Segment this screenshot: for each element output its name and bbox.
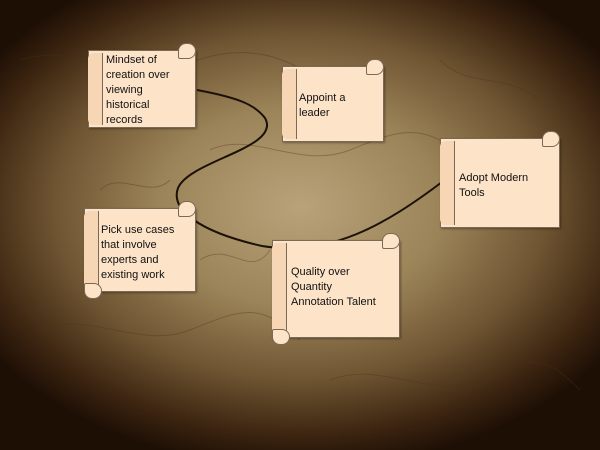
scroll-curl (178, 43, 196, 59)
node-label-line: records (106, 114, 143, 126)
node-appoint-leader: Appoint a leader (282, 59, 384, 142)
node-label-line: Pick use cases (101, 224, 175, 236)
node-label: Mindset of creation over viewing histori… (106, 53, 170, 128)
node-label-line: creation over (106, 69, 170, 81)
scroll-curl (272, 329, 290, 345)
node-label-line: Quality over (291, 266, 350, 278)
node-label-line: Quantity (291, 281, 332, 293)
node-label-line: leader (299, 107, 330, 119)
node-label: Adopt Modern Tools (459, 171, 528, 201)
node-label-line: Appoint a (299, 92, 346, 104)
node-label-line: that involve (101, 239, 157, 251)
node-pick-use-cases: Pick use cases that involve experts and … (84, 201, 196, 299)
node-label-line: historical (106, 99, 150, 111)
node-label: Appoint a leader (299, 91, 345, 121)
scroll-curl (542, 131, 560, 147)
scroll-curl (84, 283, 102, 299)
node-label-line: Tools (459, 187, 485, 199)
node-label-line: Adopt Modern (459, 172, 529, 184)
node-label: Quality over Quantity Annotation Talent (291, 265, 376, 310)
node-mindset-of-creation: Mindset of creation over viewing histori… (88, 43, 196, 128)
scroll-roll (440, 141, 455, 225)
scroll-curl (382, 233, 400, 249)
scroll-roll (272, 243, 287, 335)
node-label: Pick use cases that involve experts and … (101, 223, 174, 283)
node-label-line: Mindset of (106, 54, 157, 66)
node-label-line: Annotation Talent (291, 296, 376, 308)
scroll-roll (282, 69, 297, 139)
node-adopt-modern-tools: Adopt Modern Tools (440, 131, 560, 228)
node-label-line: existing work (101, 269, 165, 281)
scroll-curl (366, 59, 384, 75)
node-quality-over-quantity: Quality over Quantity Annotation Talent (272, 233, 400, 345)
scroll-roll (88, 53, 103, 125)
scroll-curl (178, 201, 196, 217)
node-label-line: viewing (106, 84, 143, 96)
node-label-line: experts and (101, 254, 159, 266)
scroll-roll (84, 211, 99, 289)
